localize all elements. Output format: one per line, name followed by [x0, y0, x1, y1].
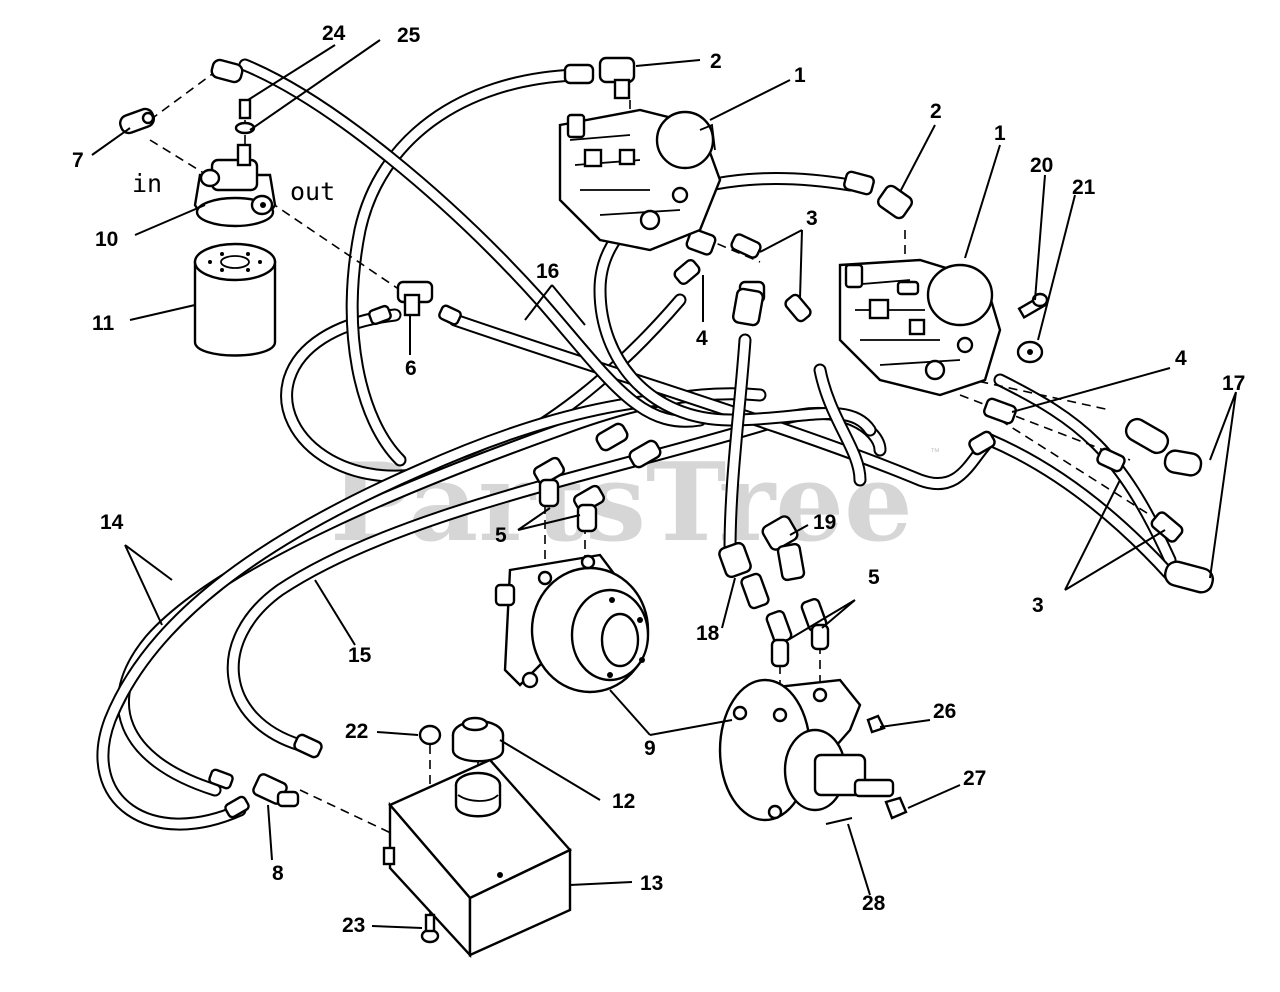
callout-18: 18: [696, 622, 720, 645]
callout-28: 28: [862, 892, 886, 915]
elbow-7: [119, 107, 155, 135]
leader-lines: [91, 39, 1237, 929]
control-valve-a: [558, 108, 722, 252]
callout-1b: 1: [994, 122, 1006, 145]
callout-27: 27: [963, 767, 986, 790]
callout-3b: 3: [1032, 594, 1044, 617]
hose-3-right: [983, 373, 1177, 582]
hydraulic-pump-left: [494, 553, 650, 694]
callout-16: 16: [536, 260, 559, 283]
callout-5b: 5: [868, 566, 880, 589]
shaft-parts: [825, 714, 908, 825]
callout-20: 20: [1030, 154, 1053, 177]
callout-15: 15: [348, 644, 372, 667]
callout-3a: 3: [806, 207, 818, 230]
hose-14: [96, 293, 767, 831]
elbow-top-left: [210, 58, 244, 84]
fittings-18-19: [718, 287, 806, 610]
callout-9: 9: [644, 737, 656, 760]
fitting-4a: [673, 228, 717, 285]
port-label-in: in: [132, 169, 162, 198]
fitting-4b: [968, 397, 1017, 456]
nut-22: [418, 724, 442, 746]
callout-7: 7: [72, 149, 84, 172]
bolt-24: [234, 98, 256, 135]
filter-head: [193, 143, 277, 228]
callout-1a: 1: [794, 64, 806, 87]
callout-26: 26: [933, 700, 956, 723]
filler-cap: [451, 716, 505, 763]
callout-25: 25: [397, 24, 421, 47]
callout-4b: 4: [1175, 347, 1187, 370]
callout-23: 23: [342, 914, 365, 937]
tee-6: [368, 280, 462, 326]
control-valve-b: [838, 258, 1002, 397]
callout-22: 22: [345, 720, 368, 743]
callouts: 24 25 7 10 11 6 16 2 1 2 1 3 4 20 21 4 1…: [72, 22, 1245, 937]
callout-4a: 4: [696, 327, 708, 350]
hose-19-18: [723, 333, 867, 557]
elbow-2b: [843, 170, 914, 220]
callout-24: 24: [322, 22, 346, 45]
bolt-23: [420, 913, 440, 944]
hydraulic-pump-right: [718, 678, 895, 822]
callout-17: 17: [1222, 372, 1245, 395]
port-label-out: out: [290, 177, 335, 206]
callout-11: 11: [92, 312, 115, 335]
callout-19: 19: [813, 511, 836, 534]
callout-6: 6: [405, 357, 417, 380]
reservoir-tank: [382, 758, 572, 959]
elbow-2a: [563, 56, 636, 100]
callout-2b: 2: [930, 100, 942, 123]
callout-13: 13: [640, 872, 663, 895]
callout-21: 21: [1072, 176, 1096, 199]
fittings-5: [533, 422, 830, 668]
fitting-15-end: [293, 733, 323, 759]
callout-5a: 5: [495, 524, 507, 547]
tee-8: [208, 768, 300, 819]
callout-2a: 2: [710, 50, 722, 73]
filter-canister: [193, 242, 277, 357]
callout-10: 10: [95, 228, 118, 251]
watermark-trademark: ™: [930, 447, 940, 458]
callout-8: 8: [272, 862, 284, 885]
callout-14: 14: [100, 511, 124, 534]
fittings-20-21: [1016, 292, 1049, 364]
fittings: [119, 56, 1215, 819]
callout-12: 12: [612, 790, 635, 813]
